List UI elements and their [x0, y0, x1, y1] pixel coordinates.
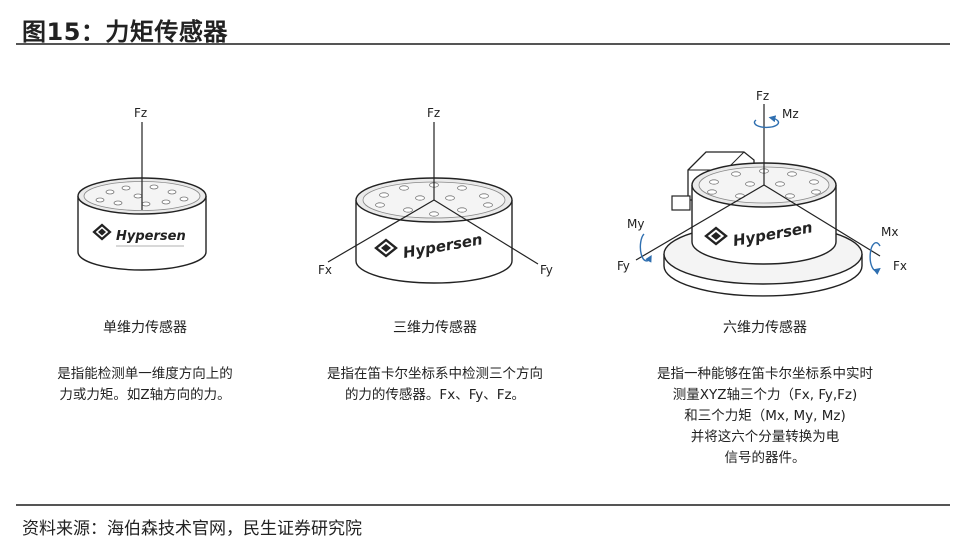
bolt-holes: [707, 168, 821, 199]
sensor-desc-single: 是指能检测单一维度方向上的 力或力矩。如Z轴方向的力。: [20, 364, 270, 406]
label-mx: Mx: [881, 225, 898, 239]
sensor-three-axis: Fz Fx Fy Hypersen: [318, 106, 553, 284]
fy-axis: [635, 184, 765, 261]
desc-line: 信号的器件。: [724, 450, 806, 466]
label-fy: Fy: [540, 263, 553, 277]
label-fz: Fz: [134, 106, 147, 120]
label-fz: Fz: [427, 106, 440, 120]
desc-line: 是指能检测单一维度方向上的: [57, 366, 233, 382]
label-fz: Fz: [756, 89, 769, 103]
sensor-name-three: 三维力传感器: [393, 320, 477, 336]
label-fy: Fy: [617, 259, 630, 273]
figure-title: 图15：力矩传感器: [22, 18, 228, 46]
bottom-divider: [16, 504, 950, 506]
label-my: My: [627, 217, 644, 231]
hypersen-logo: Hypersen: [92, 223, 186, 247]
bolt-holes: [95, 184, 189, 207]
source-note: 资料来源：海伯森技术官网，民生证券研究院: [22, 519, 362, 539]
mz-rotation-arrow: [753, 115, 780, 129]
desc-line: 力或力矩。如Z轴方向的力。: [59, 387, 231, 403]
sensor-desc-three: 是指在笛卡尔坐标系中检测三个方向 的力的传感器。Fx、Fy、Fz。: [290, 364, 580, 406]
sensor-name-single: 单维力传感器: [103, 320, 187, 336]
fx-axis: [763, 184, 881, 257]
sensor-desc-six: 是指一种能够在笛卡尔坐标系中实时 测量XYZ轴三个力（Fx, Fy,Fz) 和三…: [620, 364, 910, 469]
label-fx: Fx: [893, 259, 907, 273]
svg-text:Hypersen: Hypersen: [116, 229, 186, 244]
fx-axis: [327, 199, 435, 263]
desc-line: 测量XYZ轴三个力（Fx, Fy,Fz): [672, 387, 858, 403]
label-mz: Mz: [782, 107, 799, 121]
desc-line: 和三个力矩（Mx, My, Mz): [684, 408, 846, 424]
mx-rotation-arrow: [869, 242, 881, 275]
desc-line: 是指在笛卡尔坐标系中检测三个方向: [327, 366, 543, 382]
sensor-single-axis: Fz Hypersen: [77, 106, 207, 271]
desc-line: 并将这六个分量转换为电: [690, 429, 840, 445]
fy-axis: [433, 199, 539, 265]
top-divider: [16, 43, 950, 45]
sensor-name-six: 六维力传感器: [723, 320, 807, 336]
my-rotation-arrow: [639, 233, 652, 263]
label-fx: Fx: [318, 263, 332, 277]
desc-line: 的力的传感器。Fx、Fy、Fz。: [344, 387, 526, 403]
sensor-six-axis: Fz Mz My Fy Mx Fx Hypersen: [617, 89, 907, 297]
desc-line: 是指一种能够在笛卡尔坐标系中实时: [657, 366, 873, 382]
bolt-holes: [375, 182, 493, 217]
cable-connector: [671, 195, 691, 211]
